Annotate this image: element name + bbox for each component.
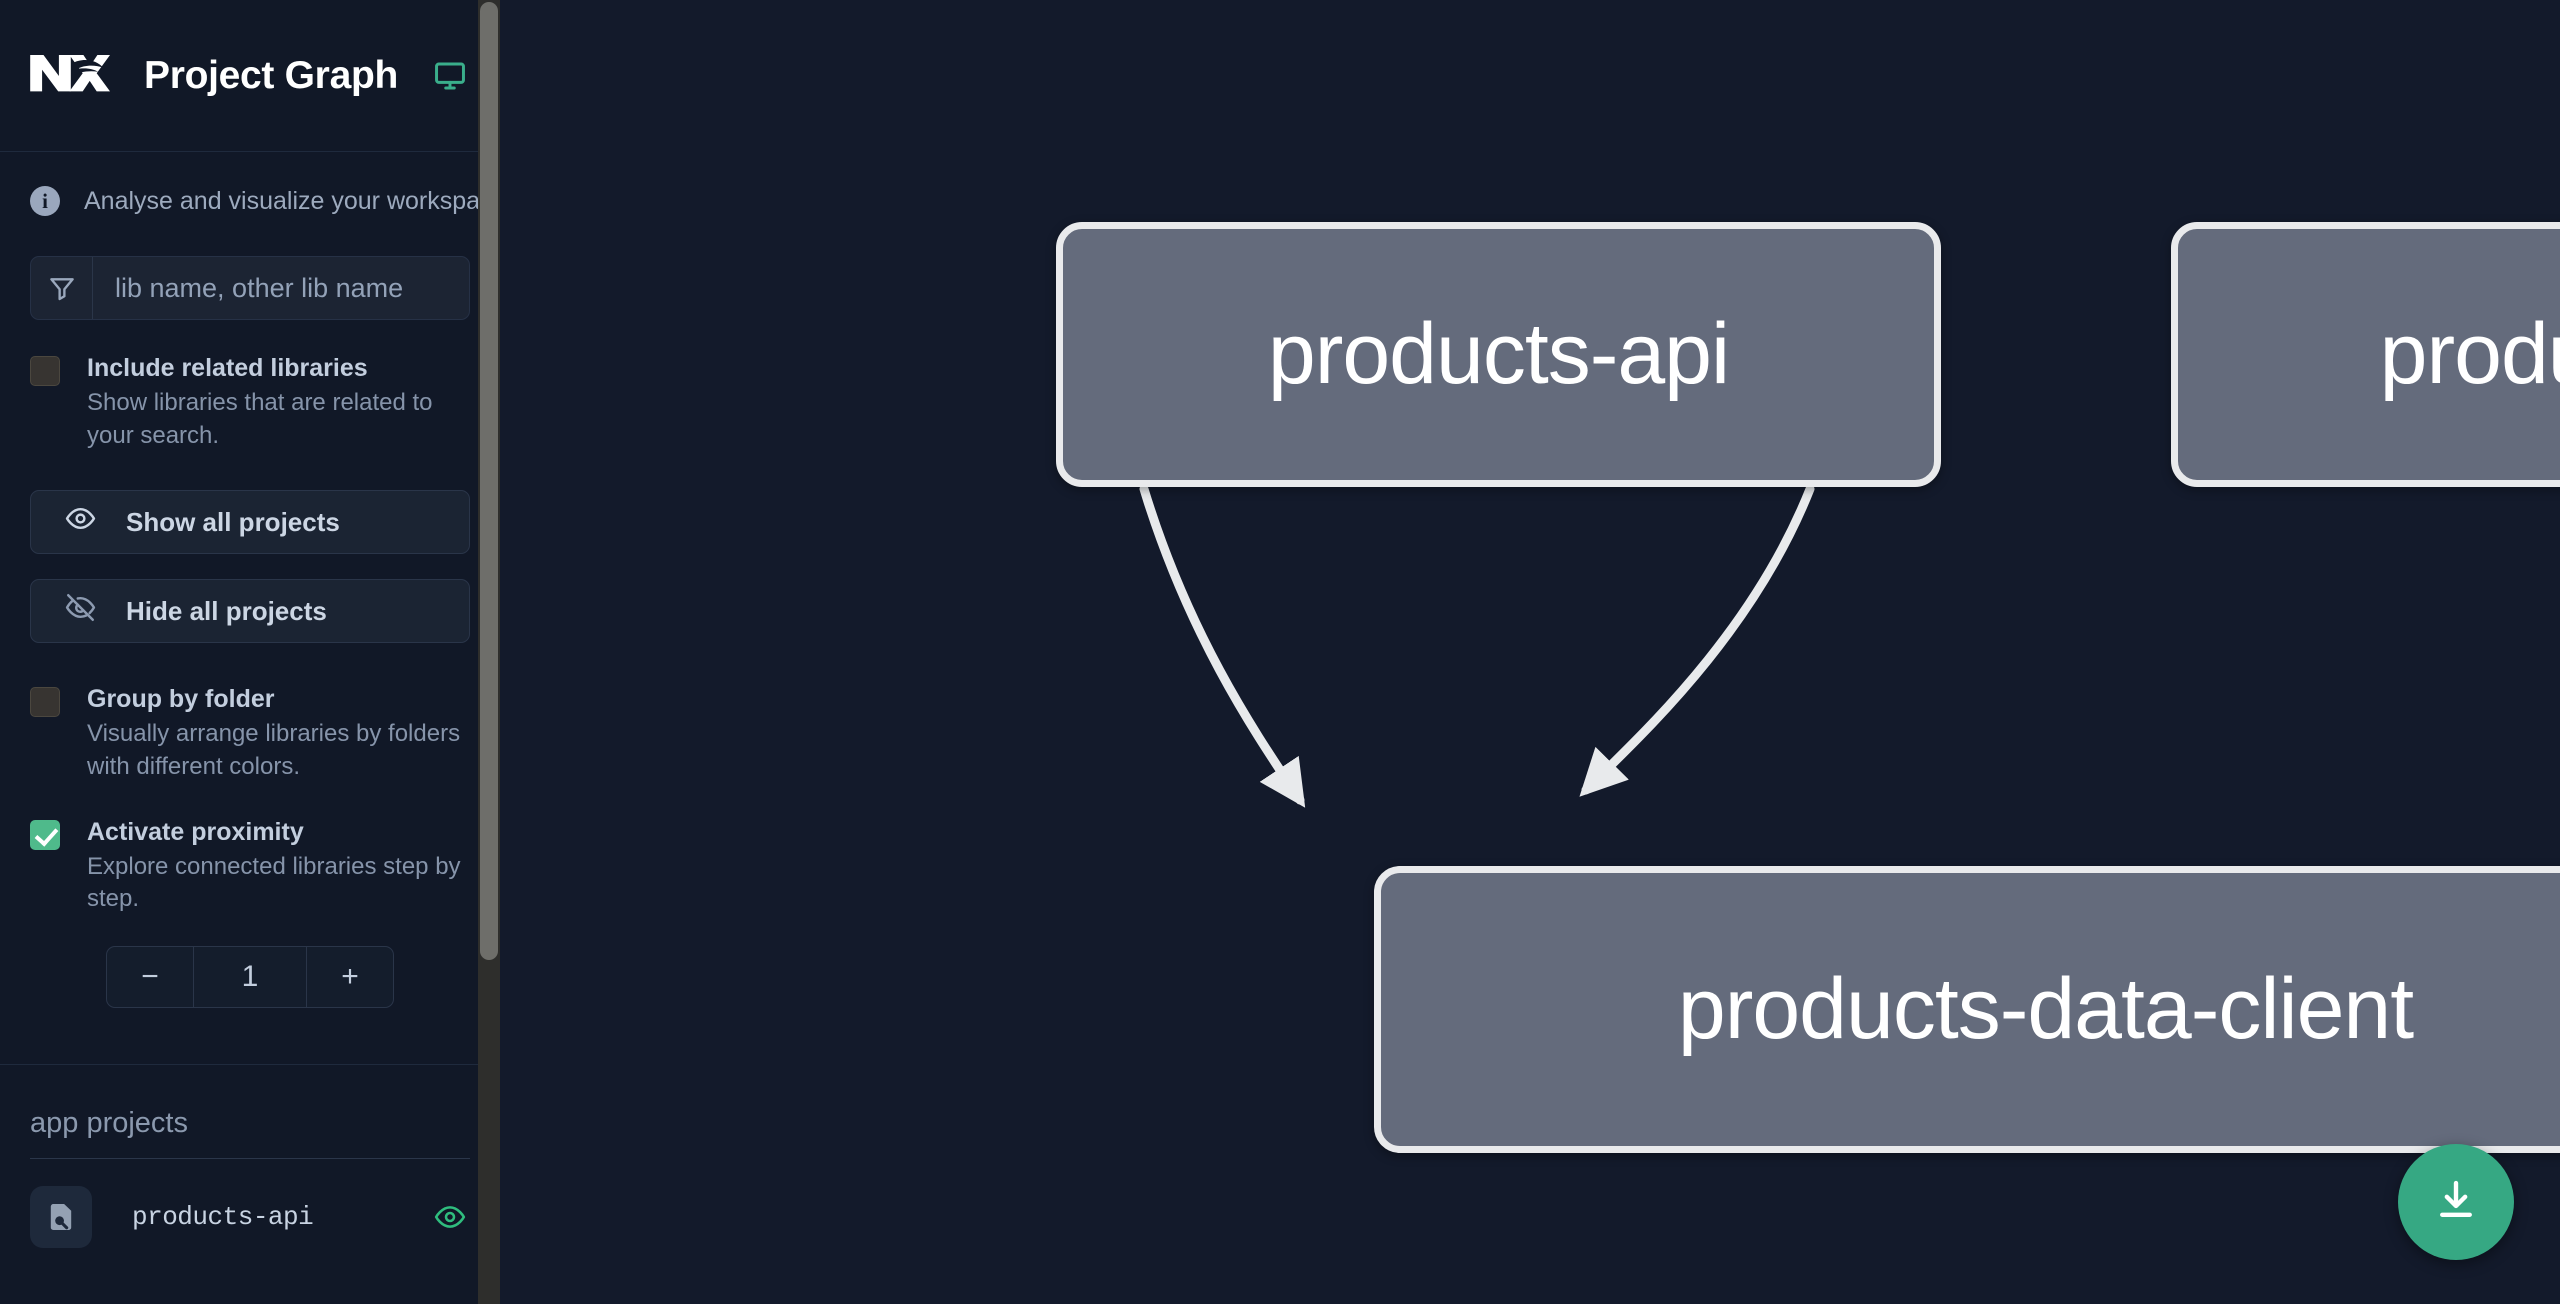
activate-proximity-description: Explore connected libraries step by step… xyxy=(87,852,461,913)
download-icon xyxy=(2431,1176,2481,1229)
project-name-products-api: products-api xyxy=(132,1201,314,1232)
app-projects-rule xyxy=(30,1157,470,1159)
option-include-related[interactable]: Include related libraries Show libraries… xyxy=(0,352,500,452)
filter-icon xyxy=(31,257,93,319)
graph-canvas[interactable]: products-api products-cli products-data-… xyxy=(500,0,2560,1304)
sidebar-scrollbar-track[interactable] xyxy=(478,0,500,1304)
info-icon: i xyxy=(30,186,60,216)
app-projects-heading: app projects xyxy=(30,1106,188,1139)
sidebar-content: Project Graph i Analyse and visualize yo… xyxy=(0,0,500,1253)
nx-logo-icon xyxy=(26,48,110,104)
proximity-value: 1 xyxy=(193,946,307,1007)
workspace-info-text: Analyse and visualize your workspace. xyxy=(84,186,500,215)
monitor-icon[interactable] xyxy=(430,56,470,96)
graph-node-products-data-client[interactable]: products-data-client xyxy=(1374,866,2560,1153)
eye-icon xyxy=(65,503,96,541)
group-by-folder-description: Visually arrange libraries by folders wi… xyxy=(87,720,461,780)
project-visibility-eye-icon[interactable] xyxy=(430,1197,470,1237)
graph-node-products-cli[interactable]: products-cli xyxy=(2171,222,2560,487)
proximity-stepper: − 1 + xyxy=(0,945,500,1008)
activate-proximity-checkbox[interactable] xyxy=(30,819,60,850)
search-box[interactable] xyxy=(30,256,470,320)
include-related-description: Show libraries that are related to your … xyxy=(87,389,433,449)
eye-off-icon xyxy=(65,592,96,630)
workspace-info: i Analyse and visualize your workspace. xyxy=(0,152,500,250)
download-graph-button[interactable] xyxy=(2398,1144,2514,1260)
sidebar-scrollbar-thumb[interactable] xyxy=(480,2,498,960)
page-title: Project Graph xyxy=(144,53,398,97)
include-related-checkbox[interactable] xyxy=(30,356,60,386)
project-list-item-products-api[interactable]: products-api xyxy=(0,1181,500,1253)
group-by-folder-label: Group by folder xyxy=(87,685,275,714)
app-file-icon xyxy=(30,1185,92,1248)
show-all-projects-label: Show all projects xyxy=(126,506,340,537)
graph-node-label: products-cli xyxy=(2379,306,2560,402)
graph-node-products-api[interactable]: products-api xyxy=(1056,222,1941,487)
edge-products-cli-to-data-client xyxy=(1579,484,1815,797)
group-by-folder-checkbox[interactable] xyxy=(30,687,60,718)
proximity-decrement-button[interactable]: − xyxy=(107,947,193,1007)
hide-all-projects-label: Hide all projects xyxy=(126,595,327,626)
search-input[interactable] xyxy=(93,257,469,319)
search-section xyxy=(0,256,500,320)
option-activate-proximity[interactable]: Activate proximity Explore connected lib… xyxy=(0,816,500,916)
graph-node-label: products-data-client xyxy=(1677,961,2414,1057)
hide-all-projects-button[interactable]: Hide all projects xyxy=(30,579,470,644)
activate-proximity-label: Activate proximity xyxy=(87,817,304,846)
graph-edges xyxy=(1139,484,1815,808)
include-related-label: Include related libraries xyxy=(87,354,368,382)
sidebar-divider xyxy=(0,1063,500,1065)
show-all-projects-button[interactable]: Show all projects xyxy=(30,490,470,555)
visibility-buttons: Show all projects Hide all projects xyxy=(0,490,500,644)
edge-products-api-to-data-client xyxy=(1139,484,1306,808)
option-group-by-folder[interactable]: Group by folder Visually arrange librari… xyxy=(0,683,500,783)
sidebar-header: Project Graph xyxy=(0,0,500,152)
sidebar: Project Graph i Analyse and visualize yo… xyxy=(0,0,500,1304)
proximity-increment-button[interactable]: + xyxy=(307,947,393,1007)
graph-node-label: products-api xyxy=(1267,306,1730,402)
